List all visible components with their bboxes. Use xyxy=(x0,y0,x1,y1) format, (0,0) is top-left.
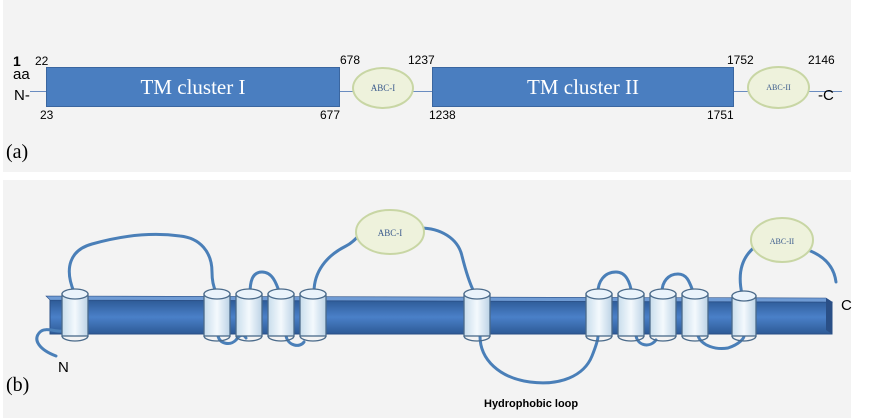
n-terminal-tail xyxy=(35,328,70,358)
tm-helix-2 xyxy=(203,288,231,342)
backbone-line-left xyxy=(30,91,46,92)
abc-1-label: ABC-I xyxy=(370,83,396,93)
intracellular-loop-2 xyxy=(284,334,306,347)
residue-22: 22 xyxy=(35,54,49,68)
abc-1-domain-topology xyxy=(355,209,425,255)
residue-1237: 1237 xyxy=(408,53,435,67)
membrane-bar-side xyxy=(826,298,832,334)
intracellular-loop-3 xyxy=(634,334,658,347)
abc-2-label: ABC-II xyxy=(766,83,791,92)
extracellular-loop-4 xyxy=(660,272,696,296)
residue-1752: 1752 xyxy=(727,53,754,67)
tm-helix-5 xyxy=(299,288,327,342)
c-terminal-label: -C xyxy=(818,87,834,104)
abc2-connector-right xyxy=(806,248,838,284)
panel-b-label: (b) xyxy=(6,374,30,396)
abc-2-domain-topology xyxy=(750,217,814,263)
hydrophobic-loop xyxy=(478,334,600,385)
n-terminus-label: N xyxy=(58,359,69,376)
start-residue-number: 1 xyxy=(13,53,21,69)
backbone-line-tm1-abc1 xyxy=(340,91,354,92)
tm-helices xyxy=(61,288,757,342)
residue-678: 678 xyxy=(340,53,361,67)
intracellular-loop-4 xyxy=(696,334,746,350)
panel-a-label: (a) xyxy=(6,141,29,163)
abc-1-topology-label: ABC-I xyxy=(378,228,403,238)
residue-677: 677 xyxy=(320,108,341,122)
n-terminal-label: N- xyxy=(14,87,30,104)
extracellular-loop-3 xyxy=(596,270,634,296)
abc-1-domain: ABC-I xyxy=(352,67,414,109)
abc1-connector-left xyxy=(312,230,364,294)
residue-1751: 1751 xyxy=(707,108,734,122)
tm-helix-3 xyxy=(235,288,263,342)
tm-helix-6 xyxy=(463,288,491,342)
tm-helix-10 xyxy=(681,288,709,342)
residue-2146: 2146 xyxy=(808,53,835,67)
residue-23: 23 xyxy=(40,108,54,122)
membrane-bar xyxy=(49,299,833,335)
abc1-connector-right xyxy=(418,226,476,294)
tm-helix-9 xyxy=(649,288,677,342)
tm-cluster-2-box: TM cluster II xyxy=(432,67,734,107)
extracellular-loop-2 xyxy=(248,270,282,296)
tm-helix-11 xyxy=(731,290,757,342)
backbone-line-right xyxy=(808,91,842,92)
abc2-connector-left xyxy=(738,244,758,296)
tm-helix-8 xyxy=(617,288,645,342)
extracellular-loop-1 xyxy=(67,232,218,294)
loops xyxy=(35,226,838,385)
residue-1238: 1238 xyxy=(429,108,456,122)
abc-2-domain: ABC-II xyxy=(747,66,810,109)
abc-2-topology-label: ABC-II xyxy=(770,237,795,246)
aa-label: aa xyxy=(13,66,30,83)
tm-helix-7 xyxy=(585,288,613,342)
backbone-line-tm2-abc2 xyxy=(734,91,748,92)
tm-cluster-2-label: TM cluster II xyxy=(527,74,639,99)
tm-cluster-1-box: TM cluster I xyxy=(46,67,340,107)
c-terminus-label: C xyxy=(841,297,852,314)
tm-helix-4 xyxy=(267,288,295,342)
hydrophobic-loop-label: Hydrophobic loop xyxy=(484,398,578,410)
tm-helix-1 xyxy=(61,288,89,342)
backbone-line-abc1-tm2 xyxy=(412,91,432,92)
tm-cluster-1-label: TM cluster I xyxy=(140,74,246,99)
